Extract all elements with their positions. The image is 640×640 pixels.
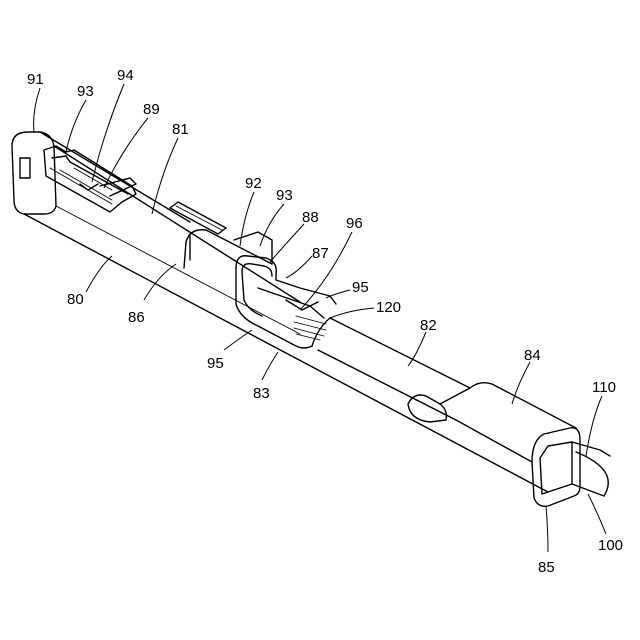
label-87: 87 bbox=[312, 245, 329, 262]
label-96: 96 bbox=[346, 215, 363, 232]
front-latch-window bbox=[44, 146, 136, 212]
wire bbox=[572, 442, 610, 496]
hatch-1 bbox=[296, 316, 326, 324]
terminal-body bbox=[12, 132, 548, 492]
rear-tube bbox=[318, 318, 470, 422]
leader-80 bbox=[86, 256, 112, 292]
leader-95a bbox=[326, 290, 350, 298]
label-80: 80 bbox=[67, 291, 84, 308]
box-front-edge bbox=[184, 242, 186, 268]
leader-86 bbox=[144, 264, 176, 300]
tube-top-edge bbox=[330, 318, 470, 388]
front-window bbox=[20, 158, 30, 178]
label-88: 88 bbox=[302, 209, 319, 226]
reference-labels: 91 93 94 89 81 92 93 88 96 87 95 120 82 … bbox=[27, 67, 623, 576]
barrel-wall-inner bbox=[242, 272, 262, 316]
leader-94 bbox=[92, 84, 124, 182]
label-83: 83 bbox=[253, 385, 270, 402]
label-120: 120 bbox=[376, 299, 401, 316]
upper-slot bbox=[170, 202, 226, 234]
wire-top bbox=[572, 442, 610, 456]
tube-bottom-edge bbox=[318, 350, 456, 420]
sleeve-bottom-edge bbox=[456, 420, 532, 462]
rear-sleeve bbox=[456, 383, 580, 507]
barrel-rear-curve bbox=[312, 318, 330, 346]
leader-88 bbox=[270, 224, 304, 262]
leader-85 bbox=[546, 506, 548, 552]
label-81: 81 bbox=[172, 121, 189, 138]
leader-87 bbox=[286, 256, 312, 278]
label-100: 100 bbox=[598, 537, 623, 554]
leader-95b bbox=[224, 330, 252, 350]
label-82: 82 bbox=[420, 317, 437, 334]
wire-end bbox=[576, 452, 608, 496]
leader-93a bbox=[66, 100, 86, 152]
label-110: 110 bbox=[592, 379, 616, 396]
rear-end-face bbox=[532, 428, 580, 507]
latch-opening bbox=[44, 146, 136, 212]
rear-end-inner bbox=[540, 442, 572, 494]
leader-84 bbox=[512, 362, 530, 404]
hatch-2 bbox=[294, 322, 326, 330]
label-93a: 93 bbox=[77, 83, 94, 100]
label-85: 85 bbox=[538, 559, 555, 576]
label-86: 86 bbox=[128, 309, 145, 326]
leader-96 bbox=[300, 232, 352, 310]
label-92: 92 bbox=[245, 175, 262, 192]
barrel-wall bbox=[236, 268, 312, 348]
label-95a: 95 bbox=[352, 279, 369, 296]
tube-notch-edge bbox=[440, 388, 470, 404]
front-end-face bbox=[12, 132, 56, 214]
label-93b: 93 bbox=[276, 187, 293, 204]
label-89: 89 bbox=[143, 101, 160, 118]
label-84: 84 bbox=[524, 347, 541, 364]
label-94: 94 bbox=[117, 67, 134, 84]
leader-lines bbox=[34, 84, 606, 552]
leader-83 bbox=[262, 352, 278, 380]
leader-91 bbox=[34, 88, 40, 132]
box-section bbox=[184, 230, 272, 268]
leader-100 bbox=[588, 494, 606, 534]
label-95b: 95 bbox=[207, 355, 224, 372]
leader-89 bbox=[104, 118, 148, 188]
sleeve-top-edge bbox=[470, 383, 576, 428]
box-top-curve bbox=[186, 230, 272, 264]
leader-81 bbox=[152, 138, 178, 214]
body-bottom-edge bbox=[24, 214, 548, 492]
leader-120 bbox=[330, 308, 374, 318]
label-91: 91 bbox=[27, 71, 44, 88]
